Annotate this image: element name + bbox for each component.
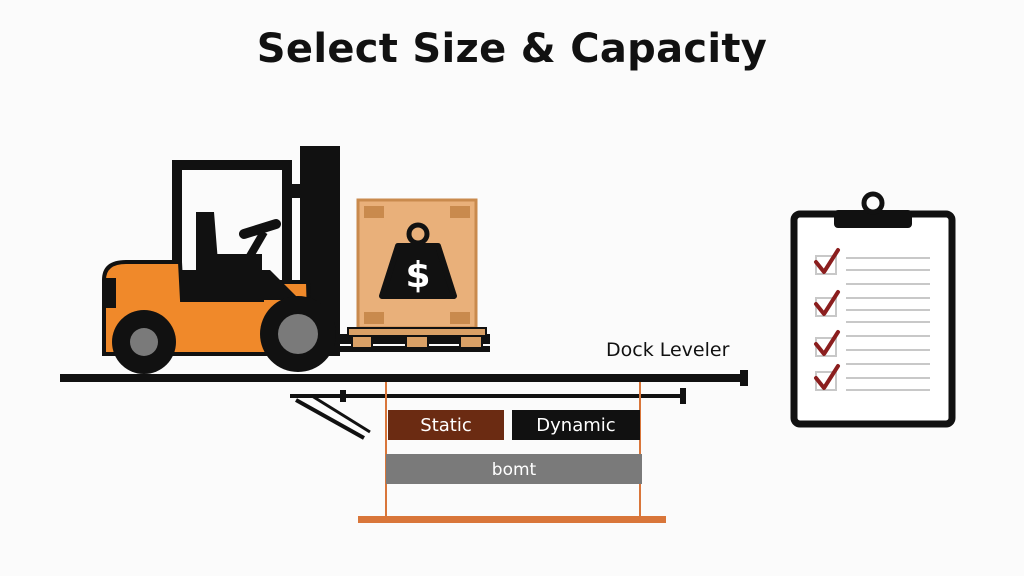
checkmark-icon bbox=[814, 330, 840, 356]
static-bar: Static bbox=[388, 410, 504, 440]
dock-deck bbox=[60, 374, 748, 382]
leveler-arm bbox=[290, 388, 686, 440]
checkmark-icon bbox=[814, 290, 840, 316]
dynamic-label: Dynamic bbox=[536, 415, 615, 436]
dock-leveler-label: Dock Leveler bbox=[606, 339, 730, 361]
bottom-label: bomt bbox=[492, 460, 537, 480]
dynamic-bar: Dynamic bbox=[512, 410, 640, 440]
checkmark-icon bbox=[814, 364, 840, 390]
forklift-icon bbox=[102, 146, 490, 374]
static-label: Static bbox=[420, 415, 471, 436]
clipboard-icon bbox=[790, 191, 956, 428]
money-weight-icon: $ bbox=[379, 222, 457, 299]
bottom-bar: bomt bbox=[386, 454, 642, 484]
weight-symbol: $ bbox=[405, 255, 430, 296]
checkmark-icon bbox=[814, 248, 840, 274]
base-bar bbox=[358, 516, 666, 523]
page-title: Select Size & Capacity bbox=[256, 26, 768, 72]
